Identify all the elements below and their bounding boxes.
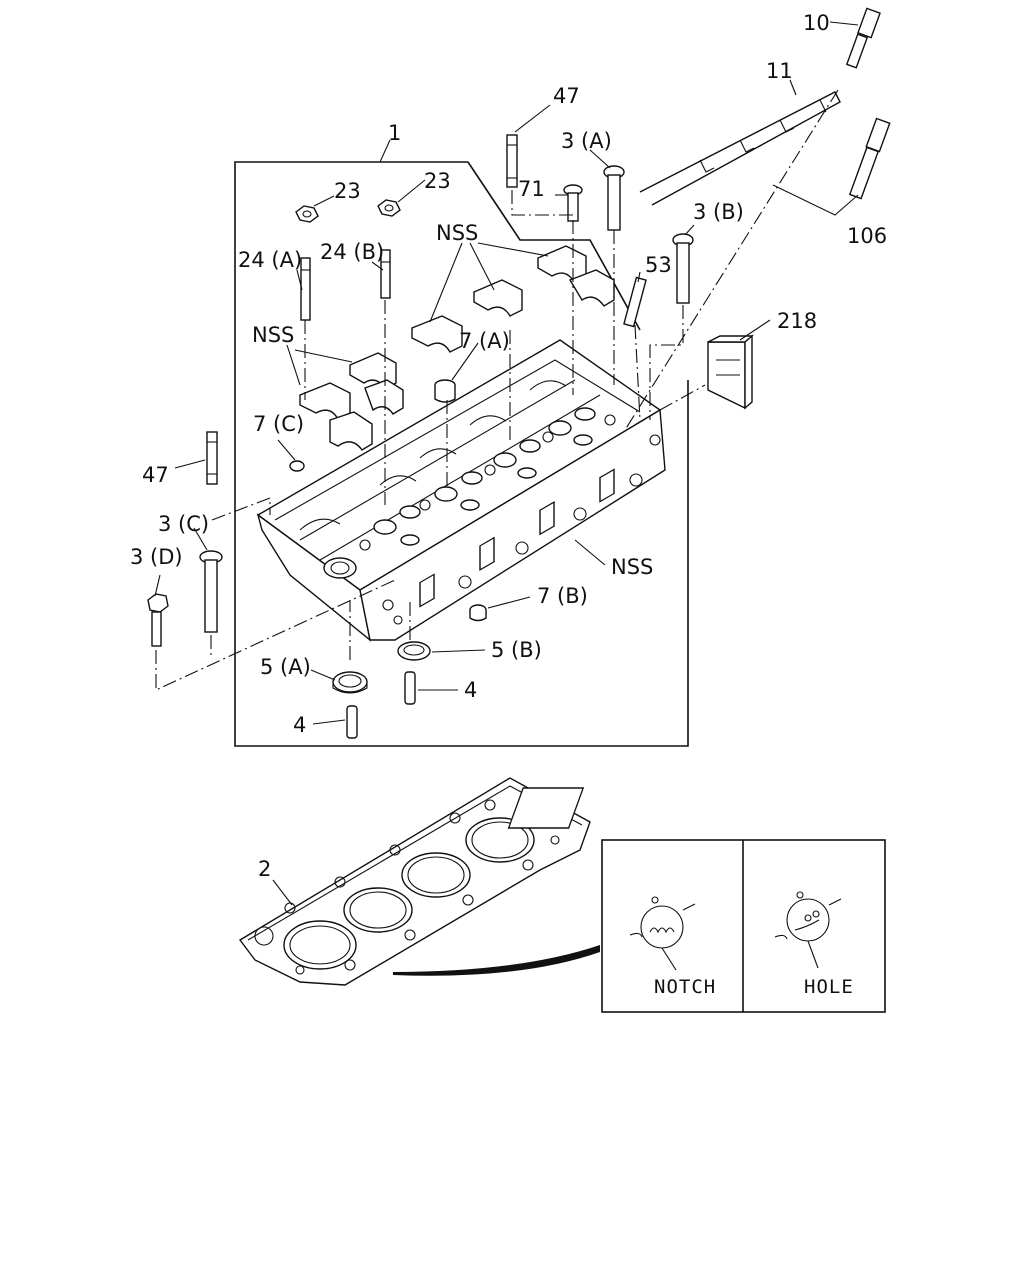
callout-47-top: 47 — [553, 84, 580, 108]
cylinder-head — [256, 339, 666, 642]
callout-23-right: 23 — [424, 169, 451, 193]
callout-1: 1 — [388, 121, 401, 145]
plug-7b — [469, 604, 487, 622]
stud-47-top — [506, 134, 518, 188]
dowel-4-right — [404, 671, 416, 705]
seal-5b — [397, 641, 431, 661]
stud-47-left — [206, 431, 218, 485]
detail-pointer — [393, 945, 600, 976]
leader-lines — [154, 21, 859, 906]
label-plate-218 — [707, 334, 754, 410]
stud-53 — [623, 276, 647, 328]
callout-106: 106 — [847, 224, 887, 248]
callout-53: 53 — [645, 253, 672, 277]
glow-plug-106 — [848, 117, 891, 200]
callout-23-left: 23 — [334, 179, 361, 203]
callout-5b: 5 (B) — [491, 638, 542, 662]
callout-2: 2 — [258, 857, 271, 881]
callout-nss-top: NSS — [436, 221, 478, 245]
callout-7a: 7 (A) — [459, 329, 510, 353]
exhaust-ports — [382, 434, 661, 625]
glow-plug-connector-11 — [639, 91, 841, 206]
bolt-71 — [563, 184, 583, 222]
bolt-3d — [147, 593, 169, 647]
hole-label: HOLE — [804, 976, 854, 998]
head-gasket — [238, 777, 591, 986]
bolt-3b — [672, 233, 694, 304]
callout-24b: 24 (B) — [320, 240, 384, 264]
callout-3a: 3 (A) — [561, 129, 612, 153]
callout-4-right: 4 — [464, 678, 477, 702]
bolt-3c — [199, 550, 223, 633]
stud-24a — [300, 257, 311, 321]
callout-10: 10 — [803, 11, 830, 35]
nut-23-right — [377, 199, 401, 217]
glow-plug-10 — [845, 7, 881, 69]
callout-47-left: 47 — [142, 463, 169, 487]
nut-23-left — [295, 205, 319, 223]
hole-detail — [774, 891, 842, 969]
notch-detail — [629, 896, 696, 971]
notch-label: NOTCH — [654, 976, 716, 998]
callout-nss-left: NSS — [252, 323, 294, 347]
callout-4-left: 4 — [293, 713, 306, 737]
alignment-lines — [155, 89, 839, 691]
callout-11: 11 — [766, 59, 793, 83]
dowel-4-left — [346, 705, 358, 739]
callout-7c: 7 (C) — [253, 412, 304, 436]
callout-5a: 5 (A) — [260, 655, 311, 679]
group-frame — [234, 161, 689, 747]
callout-218: 218 — [777, 309, 817, 333]
callouts: 10 11 47 1 3 (A) 23 23 71 3 (B) 106 24 (… — [130, 11, 887, 998]
callout-71: 71 — [518, 177, 545, 201]
bearing-caps — [299, 245, 615, 451]
callout-nss-right: NSS — [611, 555, 653, 579]
detail-box — [601, 839, 886, 1013]
bolt-3a — [603, 165, 625, 231]
callout-24a: 24 (A) — [238, 248, 302, 272]
plug-7a — [434, 379, 456, 403]
callout-3b: 3 (B) — [693, 200, 744, 224]
callout-3d: 3 (D) — [130, 545, 183, 569]
group-frame-notch — [467, 161, 641, 331]
seal-5a — [332, 671, 368, 694]
valve-seats — [333, 407, 616, 572]
stud-24b — [380, 249, 391, 299]
callout-3c: 3 (C) — [158, 512, 209, 536]
plug-7c — [289, 460, 305, 472]
callout-7b: 7 (B) — [537, 584, 588, 608]
